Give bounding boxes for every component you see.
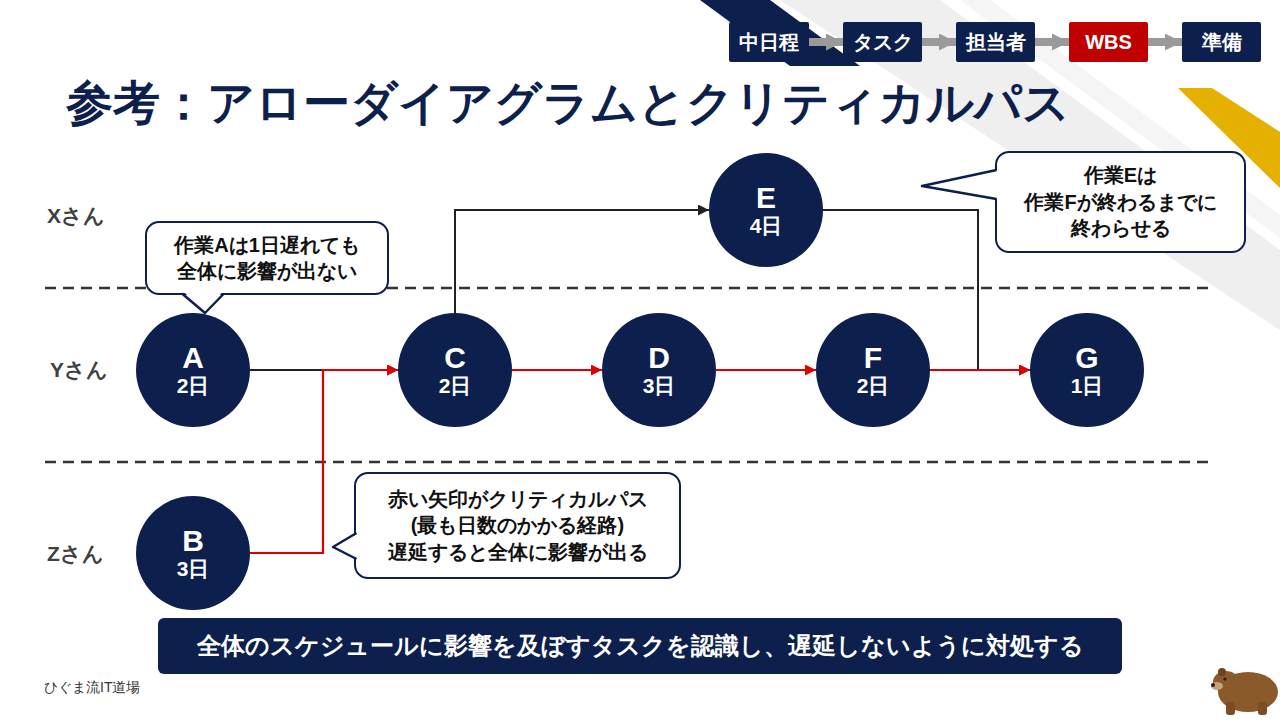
circle-fill (136, 313, 250, 427)
callout-text: 作業Aは1日遅れても 全体に影響が出ない (157, 232, 377, 285)
banner-text: 全体のスケジュールに影響を及ぼすタスクを認識し、遅延しないように対処する (197, 630, 1084, 662)
step-label: 中日程 (739, 29, 799, 56)
task-circle: F2日 (816, 313, 930, 427)
step-box: 中日程 (729, 22, 809, 62)
step-label: 担当者 (966, 29, 1026, 56)
task-circle: D3日 (602, 313, 716, 427)
circle-fill (1030, 313, 1144, 427)
task-circle: C2日 (398, 313, 512, 427)
step-label: WBS (1085, 31, 1132, 54)
circle-fill (136, 496, 250, 610)
message-banner: 全体のスケジュールに影響を及ぼすタスクを認識し、遅延しないように対処する (158, 618, 1122, 674)
step-box: タスク (843, 22, 922, 62)
callout-text: 作業Eは 作業Fが終わるまでに 終わらせる (1007, 162, 1234, 241)
step-box: 担当者 (956, 22, 1035, 62)
task-duration: 2日 (857, 374, 890, 398)
task-name: A (182, 342, 204, 374)
arrow-connector (716, 369, 816, 371)
footer-text: ひぐま流IT道場 (44, 679, 140, 697)
task-duration: 2日 (439, 374, 472, 398)
task-duration: 3日 (643, 374, 676, 398)
lane-divider (45, 461, 1215, 464)
step-box: 準備 (1182, 22, 1261, 62)
task-duration: 1日 (1071, 374, 1104, 398)
task-name: E (756, 182, 776, 214)
arrow-connector (455, 210, 709, 313)
arrow-connector (512, 369, 602, 371)
step-label: タスク (853, 29, 913, 56)
gray-stripe (780, 0, 1280, 330)
task-name: C (444, 342, 466, 374)
task-circle: E4日 (709, 153, 823, 267)
navy-stripe (700, 0, 860, 66)
task-name: G (1075, 342, 1098, 374)
bear-illustration (1211, 668, 1278, 715)
arrow-connector (250, 369, 398, 371)
circle-fill (709, 153, 823, 267)
task-duration: 3日 (177, 557, 210, 581)
circle-fill (816, 313, 930, 427)
circle-fill (398, 313, 512, 427)
task-name: F (864, 342, 882, 374)
step-label: 準備 (1202, 29, 1242, 56)
arrow-connector (809, 38, 843, 46)
callout-bubble: 赤い矢印がクリティカルパス (最も日数のかかる経路) 遅延すると全体に影響が出る (354, 472, 681, 579)
circle-fill (602, 313, 716, 427)
arrow-connector (1035, 38, 1069, 46)
task-circle: G1日 (1030, 313, 1144, 427)
arrow-connector (1148, 38, 1182, 46)
callout-text: 赤い矢印がクリティカルパス (最も日数のかかる経路) 遅延すると全体に影響が出る (366, 486, 669, 565)
task-duration: 2日 (177, 374, 210, 398)
task-name: D (648, 342, 670, 374)
task-circle: B3日 (136, 496, 250, 610)
step-box-current: WBS (1069, 22, 1148, 62)
slide-title: 参考：アローダイアグラムとクリティカルパス (66, 72, 1070, 135)
task-duration: 4日 (750, 214, 783, 238)
arrow-connector (922, 38, 956, 46)
lane-label: Zさん (47, 540, 104, 568)
callout-bubble: 作業Eは 作業Fが終わるまでに 終わらせる (995, 151, 1246, 253)
lane-label: Yさん (50, 356, 108, 384)
callout-tail (922, 170, 999, 199)
callout-bubble: 作業Aは1日遅れても 全体に影響が出ない (145, 221, 389, 295)
task-name: B (182, 525, 204, 557)
task-circle: A2日 (136, 313, 250, 427)
lane-label: Xさん (47, 202, 105, 230)
arrow-connector (930, 369, 1030, 371)
